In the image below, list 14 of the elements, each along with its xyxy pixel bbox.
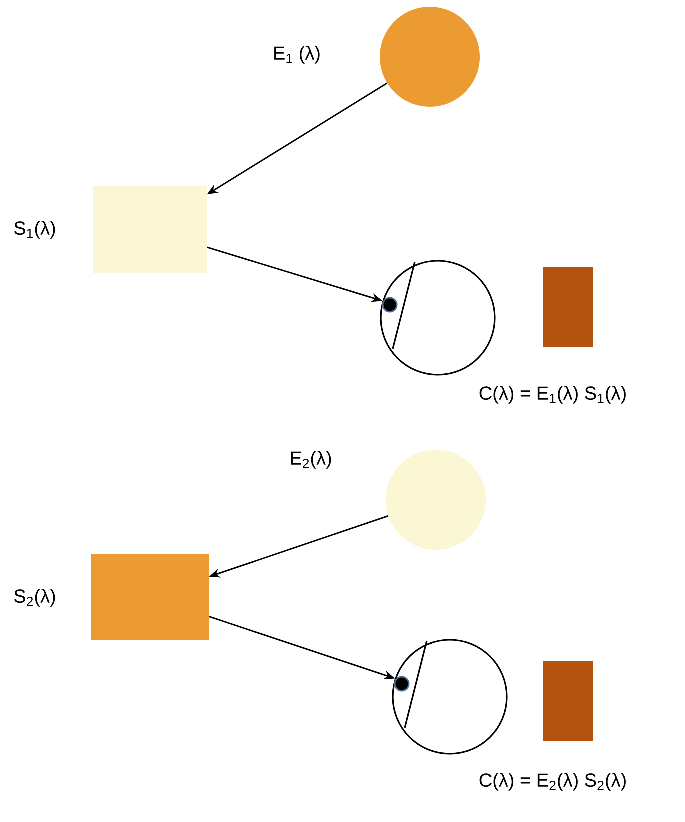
light-source-circle <box>380 7 480 107</box>
equation-label: C(λ) = E$_{1}$(λ) S$_{1}$(λ) <box>480 386 626 404</box>
variable-label: E$_{2}$(λ) <box>291 451 332 469</box>
color-swatch <box>543 661 593 741</box>
color-swatch <box>543 267 593 347</box>
light-source-circle <box>386 450 486 550</box>
eye-drawing <box>380 260 496 376</box>
equation-label: C(λ) = E$_{2}$(λ) S$_{2}$(λ) <box>480 773 626 791</box>
color-swatch <box>93 186 207 274</box>
color-swatch <box>91 554 209 640</box>
variable-label: S$_{2}$(λ) <box>14 589 56 607</box>
variable-label: S$_{1}$(λ) <box>14 221 56 239</box>
variable-label: E$_{1}$ (λ) <box>274 46 320 64</box>
eye-drawing <box>392 639 508 755</box>
